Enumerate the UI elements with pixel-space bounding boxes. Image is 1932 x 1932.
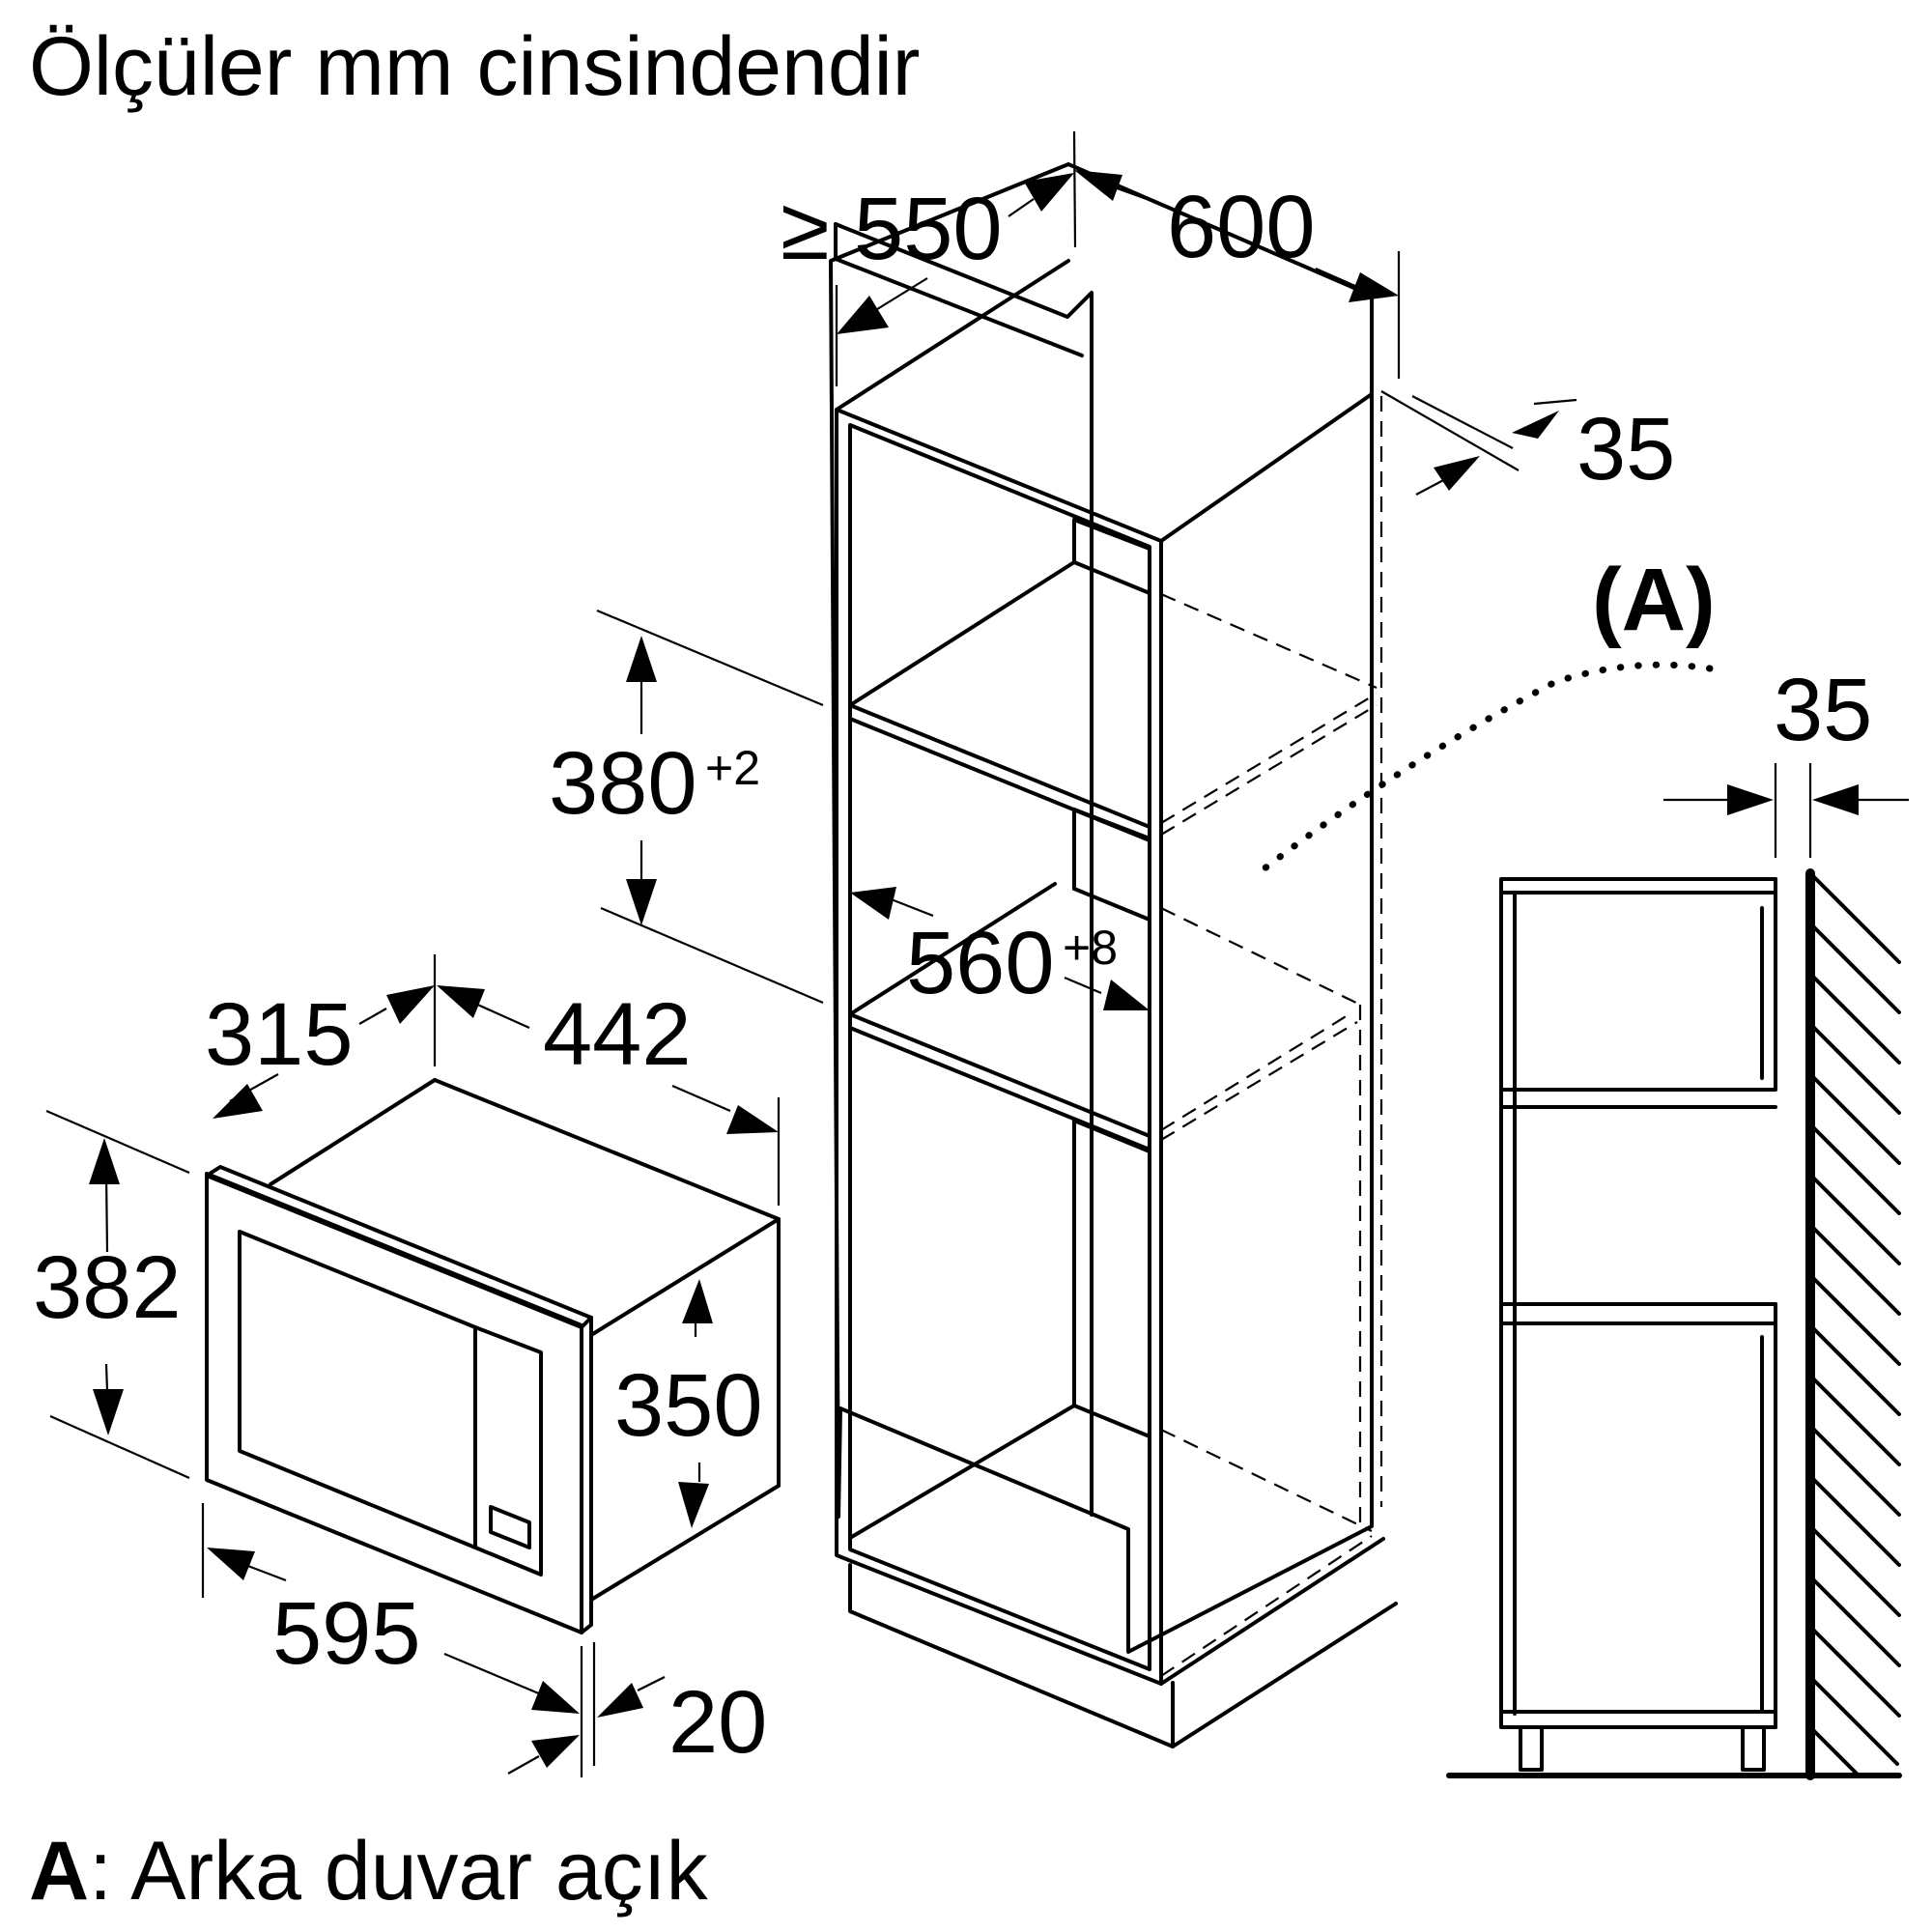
microwave (205, 1078, 781, 1634)
footer-key-text: : Arka duvar açık (89, 1825, 709, 1918)
callout-leader (1252, 661, 1714, 879)
cabinet-dimensions: ≥ 550 600 35 380 +2 560 +8 (549, 130, 1675, 1012)
label-niche-width-tol: +8 (1063, 921, 1118, 975)
label-microwave-height: 382 (33, 1238, 182, 1337)
units-note: Ölçüler mm cinsindendir (29, 20, 920, 113)
tall-cabinet (829, 162, 1398, 1748)
label-wall-gap: 35 (1774, 661, 1872, 759)
microwave-dimensions: 315 442 382 350 595 20 (33, 954, 781, 1777)
label-rear-gap: 35 (1577, 400, 1675, 498)
footer-key: A: Arka duvar açık (29, 1825, 709, 1918)
label-niche-height-tol: +2 (705, 741, 760, 795)
callout-a-label: (A) (1592, 551, 1716, 649)
label-niche-width: 560 (906, 914, 1055, 1012)
label-microwave-width: 595 (272, 1584, 421, 1683)
side-view: 35 (1446, 661, 1909, 1780)
label-microwave-body-height: 350 (614, 1356, 763, 1455)
callout-a: (A) (1252, 551, 1716, 879)
wall-hatching (1812, 875, 1901, 1776)
label-microwave-body-depth: 442 (543, 985, 692, 1084)
label-cabinet-width: 600 (1167, 178, 1316, 276)
footer-key-letter: A (29, 1825, 89, 1918)
dim-extension-top (1072, 130, 1077, 248)
label-microwave-depth: 315 (205, 985, 354, 1084)
label-niche-height: 380 (549, 734, 697, 833)
label-front-thickness: 20 (668, 1673, 767, 1772)
label-cabinet-depth: ≥ 550 (781, 180, 1003, 278)
